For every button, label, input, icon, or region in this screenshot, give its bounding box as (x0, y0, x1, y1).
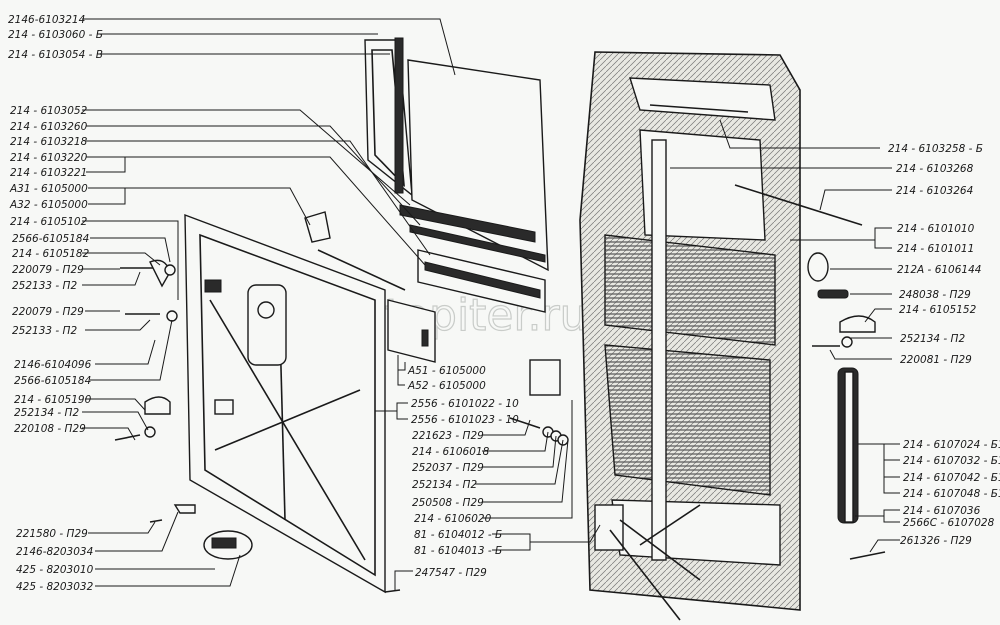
part-label: 214 - 6107042 - Б1 (903, 472, 1000, 484)
part-label: 2556 - 6101023 - 10 (411, 414, 519, 426)
part-label: 247547 - П29 (415, 567, 487, 579)
part-label: 214 - 6107036 (903, 505, 981, 517)
weatherstrip (837, 367, 859, 524)
window-regulator (594, 504, 701, 621)
part-label: 221623 - П29 (412, 430, 484, 442)
part-label: А31 - 6105000 (9, 183, 88, 195)
part-label: 214 - 6105182 (12, 248, 90, 260)
part-label: 2146-8203034 (16, 546, 93, 558)
part-label: 2566С - 6107028 (903, 517, 995, 529)
part-label: 212А - 6106144 (897, 264, 981, 276)
door-frame (579, 51, 801, 611)
part-label: 214 - 6103258 - Б (888, 143, 983, 155)
part-label: 252134 - П2 (900, 333, 965, 345)
part-label: 214 - 6103060 - Б (8, 29, 103, 41)
labels-right: 214 - 6103258 - Б 214 - 6103268 214 - 61… (888, 143, 1000, 547)
part-label: 214 - 6103264 (896, 185, 973, 197)
leader-lines (82, 18, 900, 590)
part-label: 214 - 6103260 (10, 121, 88, 133)
part-label: 261326 - П29 (900, 535, 972, 547)
part-label: 214 - 6105102 (10, 216, 88, 228)
part-label: 2566-6105184 (12, 233, 89, 245)
part-label: 214 - 6103218 (10, 136, 88, 148)
part-label: 2146-6103214 (8, 14, 85, 26)
part-label: 214 - 6107048 - Б1 (903, 488, 1000, 500)
part-label: 214 - 6103220 (10, 152, 88, 164)
part-label: 220079 - П29 (12, 306, 84, 318)
part-label: 214 - 6103268 (896, 163, 974, 175)
part-label: 252037 - П29 (412, 462, 484, 474)
part-label: 2556 - 6101022 - 10 (411, 398, 519, 410)
door-inner-panel (184, 211, 436, 594)
part-label: 220081 - П29 (900, 354, 972, 366)
part-label: 214 - 6106020 (414, 513, 492, 525)
part-label: 252134 - П2 (14, 407, 79, 419)
part-label: 252133 - П2 (12, 325, 77, 337)
part-label: 250508 - П29 (412, 497, 484, 509)
part-label: 2566-6105184 (14, 375, 91, 387)
part-label: 214 - 6107024 - Б1 (903, 439, 1000, 451)
part-label: 252134 - П2 (412, 479, 477, 491)
part-label: 214 - 6107032 - Б1 (903, 455, 1000, 467)
part-label: 214 - 6103054 - В (8, 49, 103, 61)
part-label: 220108 - П29 (14, 423, 86, 435)
labels-middle: А51 - 6105000 А52 - 6105000 2556 - 61010… (407, 365, 519, 579)
part-label: 214 - 6105152 (899, 304, 977, 316)
part-label: 214 - 6106018 (412, 446, 490, 458)
part-label: 214 - 6101011 (897, 243, 974, 255)
window-glass (407, 59, 549, 272)
part-label: 2146-6104096 (14, 359, 92, 371)
part-label: 214 - 6103052 (10, 105, 88, 117)
part-label: 248038 - П29 (899, 289, 971, 301)
part-label: 214 - 6103221 (10, 167, 87, 179)
small-parts (114, 184, 886, 593)
part-label: А32 - 6105000 (9, 199, 88, 211)
part-label: 220079 - П29 (12, 264, 84, 276)
part-label: А51 - 6105000 (407, 365, 486, 377)
vent-window (364, 37, 413, 197)
part-label: А52 - 6105000 (407, 380, 486, 392)
part-label: 214 - 6105190 (14, 394, 92, 406)
part-label: 425 - 8203010 (16, 564, 94, 576)
part-label: 252133 - П2 (12, 280, 77, 292)
part-label: 81 - 6104013 - Б (414, 545, 502, 557)
part-label: 221580 - П29 (16, 528, 88, 540)
glass-channels (399, 204, 546, 313)
part-label: 214 - 6101010 (897, 223, 975, 235)
labels-left: 2146-6103214 214 - 6103060 - Б 214 - 610… (8, 14, 103, 593)
part-label: 81 - 6104012 - Б (414, 529, 502, 541)
part-label: 425 - 8203032 (16, 581, 94, 593)
